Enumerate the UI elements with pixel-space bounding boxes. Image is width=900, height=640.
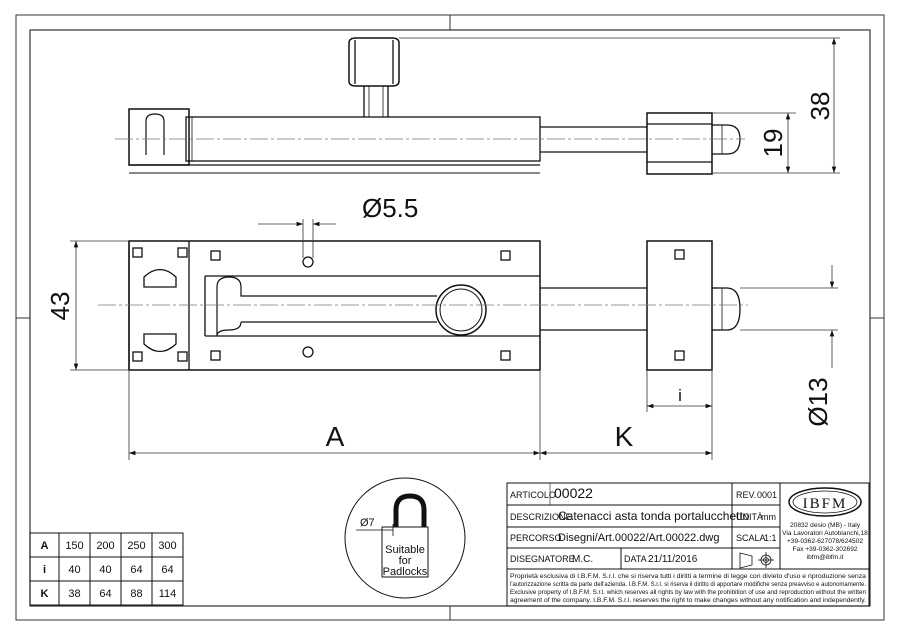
dim-diameter-5-5: Ø5.5 — [362, 193, 418, 223]
dim-length-k: K — [615, 421, 634, 452]
dim-height-38: 38 — [805, 92, 835, 121]
dim-length-i: i — [678, 386, 682, 405]
percorso-value: Disegni/Art.00022/Art.00022.dwg — [558, 532, 719, 544]
unita-label: UNITÀ — [736, 512, 763, 522]
address-line1: 20832 desio (MB) - Italy — [790, 522, 861, 529]
data-label: DATA — [624, 554, 647, 564]
dimension-lines — [70, 37, 840, 460]
size-table-cell: 64 — [99, 588, 111, 600]
front-view — [128, 240, 741, 371]
ibfm-logo — [788, 487, 862, 517]
dimension-labels: Ø5.5 43 38 19 Ø13 A K i — [45, 92, 835, 452]
fax-line: Fax +39-0362-302692 — [792, 546, 857, 553]
rev-label: REV. — [736, 490, 756, 500]
dim-length-a: A — [326, 421, 345, 452]
title-block-text: ARTICOLO 00022 REV. 0001 DESCRIZIONE Cat… — [510, 485, 868, 604]
padlock-diameter-label: Ø7 — [360, 517, 375, 529]
size-table-cell: 38 — [68, 588, 80, 600]
address-line2: Via Lavoratori Autobianchi,18 — [782, 530, 868, 537]
side-view — [128, 37, 741, 175]
scala-label: SCALA — [736, 533, 766, 543]
size-table-cell: 40 — [68, 564, 80, 576]
phone-line: +39-0362-627078/624502 — [787, 538, 863, 545]
size-table-cell: 64 — [161, 564, 173, 576]
projection-symbol-icon — [739, 552, 774, 569]
size-table-cell: 150 — [65, 540, 83, 552]
size-table-row-header: K — [41, 588, 49, 600]
dim-height-19: 19 — [758, 129, 788, 158]
size-table-cell: 40 — [99, 564, 111, 576]
disclaimer-line3: Exclusive property of I.B.F.M. S.r.l. wh… — [510, 589, 866, 596]
size-table-row-header: A — [41, 540, 49, 552]
size-table-cell: 88 — [130, 588, 142, 600]
logo-text: IBFM — [803, 496, 848, 512]
size-table-cell: 114 — [159, 588, 177, 600]
scala-value: 1:1 — [764, 533, 777, 543]
dim-diameter-13: Ø13 — [803, 377, 833, 426]
size-table-cell: 64 — [130, 564, 142, 576]
articolo-label: ARTICOLO — [510, 490, 556, 500]
articolo-value: 00022 — [554, 485, 593, 501]
unita-value: mm — [761, 512, 776, 522]
size-table-cell: 250 — [127, 540, 145, 552]
drawing-frame — [15, 14, 885, 621]
size-table-row-header: i — [43, 564, 46, 576]
data-value: 21/11/2016 — [648, 554, 698, 565]
descrizione-label: DESCRIZIONE — [510, 512, 572, 522]
dim-height-43: 43 — [45, 292, 75, 321]
size-table — [29, 532, 184, 606]
size-table-cell: 300 — [158, 540, 176, 552]
disclaimer-line2: l'autorizzazione scritta da parte dell'a… — [510, 581, 866, 588]
padlock-text-line1: Suitable — [385, 544, 425, 556]
size-table-cell: 200 — [96, 540, 114, 552]
disegnatore-value: M.C. — [572, 554, 593, 565]
padlock-badge: Ø7 Suitable for Padlocks — [344, 477, 466, 599]
percorso-label: PERCORSO — [510, 533, 562, 543]
disclaimer-line1: Proprietà esclusiva di I.B.F.M. S.r.l. c… — [510, 573, 866, 580]
disclaimer-line4: agreement of the company. I.B.F.M. S.r.l… — [510, 597, 866, 604]
rev-value: 0001 — [757, 490, 777, 500]
padlock-text-line3: Padlocks — [383, 566, 428, 578]
title-block — [506, 482, 870, 607]
email-line: ibfm@ibfm.it — [807, 554, 844, 561]
padlock-text-line2: for — [399, 555, 412, 567]
disegnatore-label: DISEGNATORE — [510, 554, 575, 564]
descrizione-value: Catenacci asta tonda portalucchetto — [558, 509, 750, 523]
